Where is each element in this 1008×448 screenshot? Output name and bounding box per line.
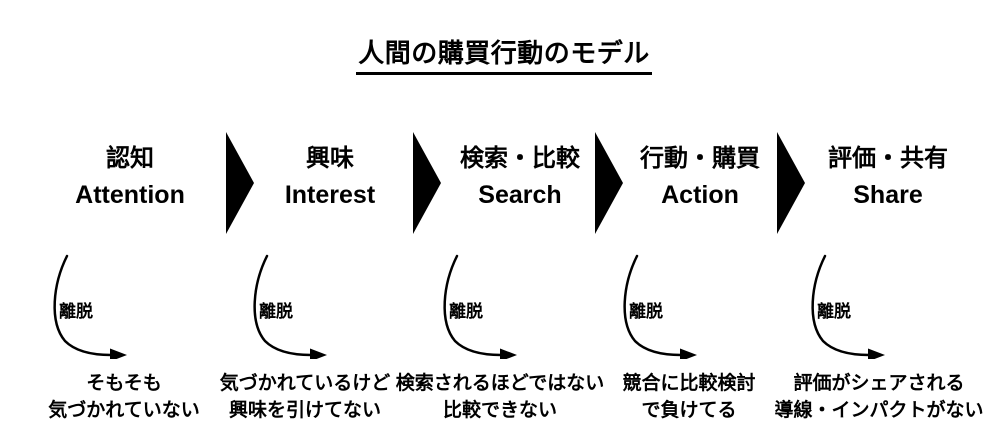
note-share: 評価がシェアされる 導線・インパクトがない bbox=[774, 370, 983, 424]
curved-dropoff-arrow-icon bbox=[253, 254, 327, 359]
curved-dropoff-arrow-icon bbox=[623, 254, 697, 359]
note-interest-line1: 気づかれているけど bbox=[219, 373, 391, 394]
stage-share-jp-label: 評価・共有 bbox=[828, 145, 948, 172]
note-share-line2: 導線・インパクトがない bbox=[774, 400, 984, 421]
dropoff-label: 離脱 bbox=[259, 302, 293, 321]
note-action-line2: で負けてる bbox=[641, 400, 737, 421]
stage-interest-jp-label: 興味 bbox=[306, 145, 354, 172]
note-search: 検索されるほどではない 比較できない bbox=[396, 370, 605, 424]
stage-attention: 認知 Attention bbox=[75, 141, 185, 214]
curved-dropoff-arrow-icon bbox=[443, 254, 517, 359]
stage-action-jp-label: 行動・購買 bbox=[640, 145, 760, 172]
stage-search-en-label: Search bbox=[478, 181, 562, 209]
right-triangle-icon bbox=[226, 132, 254, 234]
note-search-line1: 検索されるほどではない bbox=[395, 373, 605, 394]
stage-interest: 興味 Interest bbox=[285, 141, 375, 214]
note-action: 競合に比較検討 で負けてる bbox=[622, 370, 755, 424]
note-interest: 気づかれているけど 興味を引けてない bbox=[220, 370, 390, 424]
dropoff-label: 離脱 bbox=[449, 302, 483, 321]
note-action-line1: 競合に比較検討 bbox=[622, 373, 756, 394]
note-share-line1: 評価がシェアされる bbox=[793, 373, 965, 394]
note-attention-line1: そもそも bbox=[86, 373, 162, 394]
curved-dropoff-arrow-icon bbox=[811, 254, 885, 359]
curved-dropoff-arrow-icon bbox=[53, 254, 127, 359]
stage-attention-en-label: Attention bbox=[75, 181, 185, 209]
dropoff-label: 離脱 bbox=[817, 302, 851, 321]
dropoff-label: 離脱 bbox=[59, 302, 93, 321]
stage-attention-jp-label: 認知 bbox=[105, 145, 154, 172]
stage-search-jp-label: 検索・比較 bbox=[460, 145, 580, 172]
page-title: 人間の購買行動のモデル bbox=[0, 33, 1008, 75]
stage-interest-en-label: Interest bbox=[284, 181, 376, 209]
note-search-line2: 比較できない bbox=[442, 400, 557, 421]
stage-action-en-label: Action bbox=[661, 181, 739, 209]
stage-search: 検索・比較 Search bbox=[460, 141, 580, 214]
dropoff-label: 離脱 bbox=[629, 302, 663, 321]
right-triangle-icon bbox=[413, 132, 441, 234]
stage-share: 評価・共有 Share bbox=[828, 141, 948, 214]
page-title-text: 人間の購買行動のモデル bbox=[356, 33, 652, 75]
stage-action: 行動・購買 Action bbox=[640, 141, 760, 214]
note-attention-line2: 気づかれていない bbox=[48, 400, 200, 421]
stage-share-en-label: Share bbox=[853, 181, 923, 209]
right-triangle-icon bbox=[595, 132, 623, 234]
right-triangle-icon bbox=[777, 132, 805, 234]
note-interest-line2: 興味を引けてない bbox=[228, 400, 381, 421]
note-attention: そもそも 気づかれていない bbox=[48, 370, 199, 424]
